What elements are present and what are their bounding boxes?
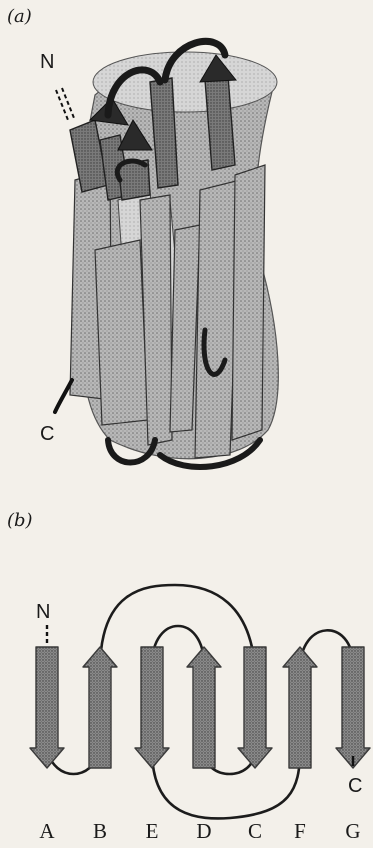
strand-d-label: D xyxy=(196,819,211,843)
strand-c-label: C xyxy=(248,819,262,843)
n-terminus-dashes xyxy=(56,90,68,120)
panel-a-n-terminus: N xyxy=(40,51,54,73)
topology-diagram: N C A B E D C F G xyxy=(0,500,373,848)
strand-g-label: G xyxy=(345,819,360,843)
strand-g-arrow xyxy=(336,647,370,768)
panel-b-n-terminus: N xyxy=(36,601,50,623)
barrel-3d-illustration: N C xyxy=(0,0,373,500)
n-terminus-dashes xyxy=(62,88,74,118)
strand-d-arrow xyxy=(187,647,221,768)
strand-f-label: F xyxy=(294,819,306,843)
panel-a-c-terminus: C xyxy=(40,423,54,445)
panel-b-c-terminus: C xyxy=(348,775,362,797)
loop-b-c xyxy=(100,585,255,670)
c-terminus-tail xyxy=(55,380,72,412)
front-strand xyxy=(232,165,265,440)
strand-a-arrow xyxy=(30,647,64,768)
strand-e-arrow xyxy=(135,647,169,768)
strand-b-label: B xyxy=(93,819,107,843)
strands-layer xyxy=(30,647,370,768)
strand-e-label: E xyxy=(146,819,159,843)
panel-b: (b) N xyxy=(0,500,373,848)
panel-a: (a) xyxy=(0,0,373,500)
front-strand xyxy=(95,240,148,425)
loop-e-f xyxy=(152,750,300,818)
strand-b-arrow xyxy=(83,647,117,768)
strand-f-arrow xyxy=(283,647,317,768)
strand-a-label: A xyxy=(39,819,55,843)
strand-c-arrow xyxy=(238,647,272,768)
